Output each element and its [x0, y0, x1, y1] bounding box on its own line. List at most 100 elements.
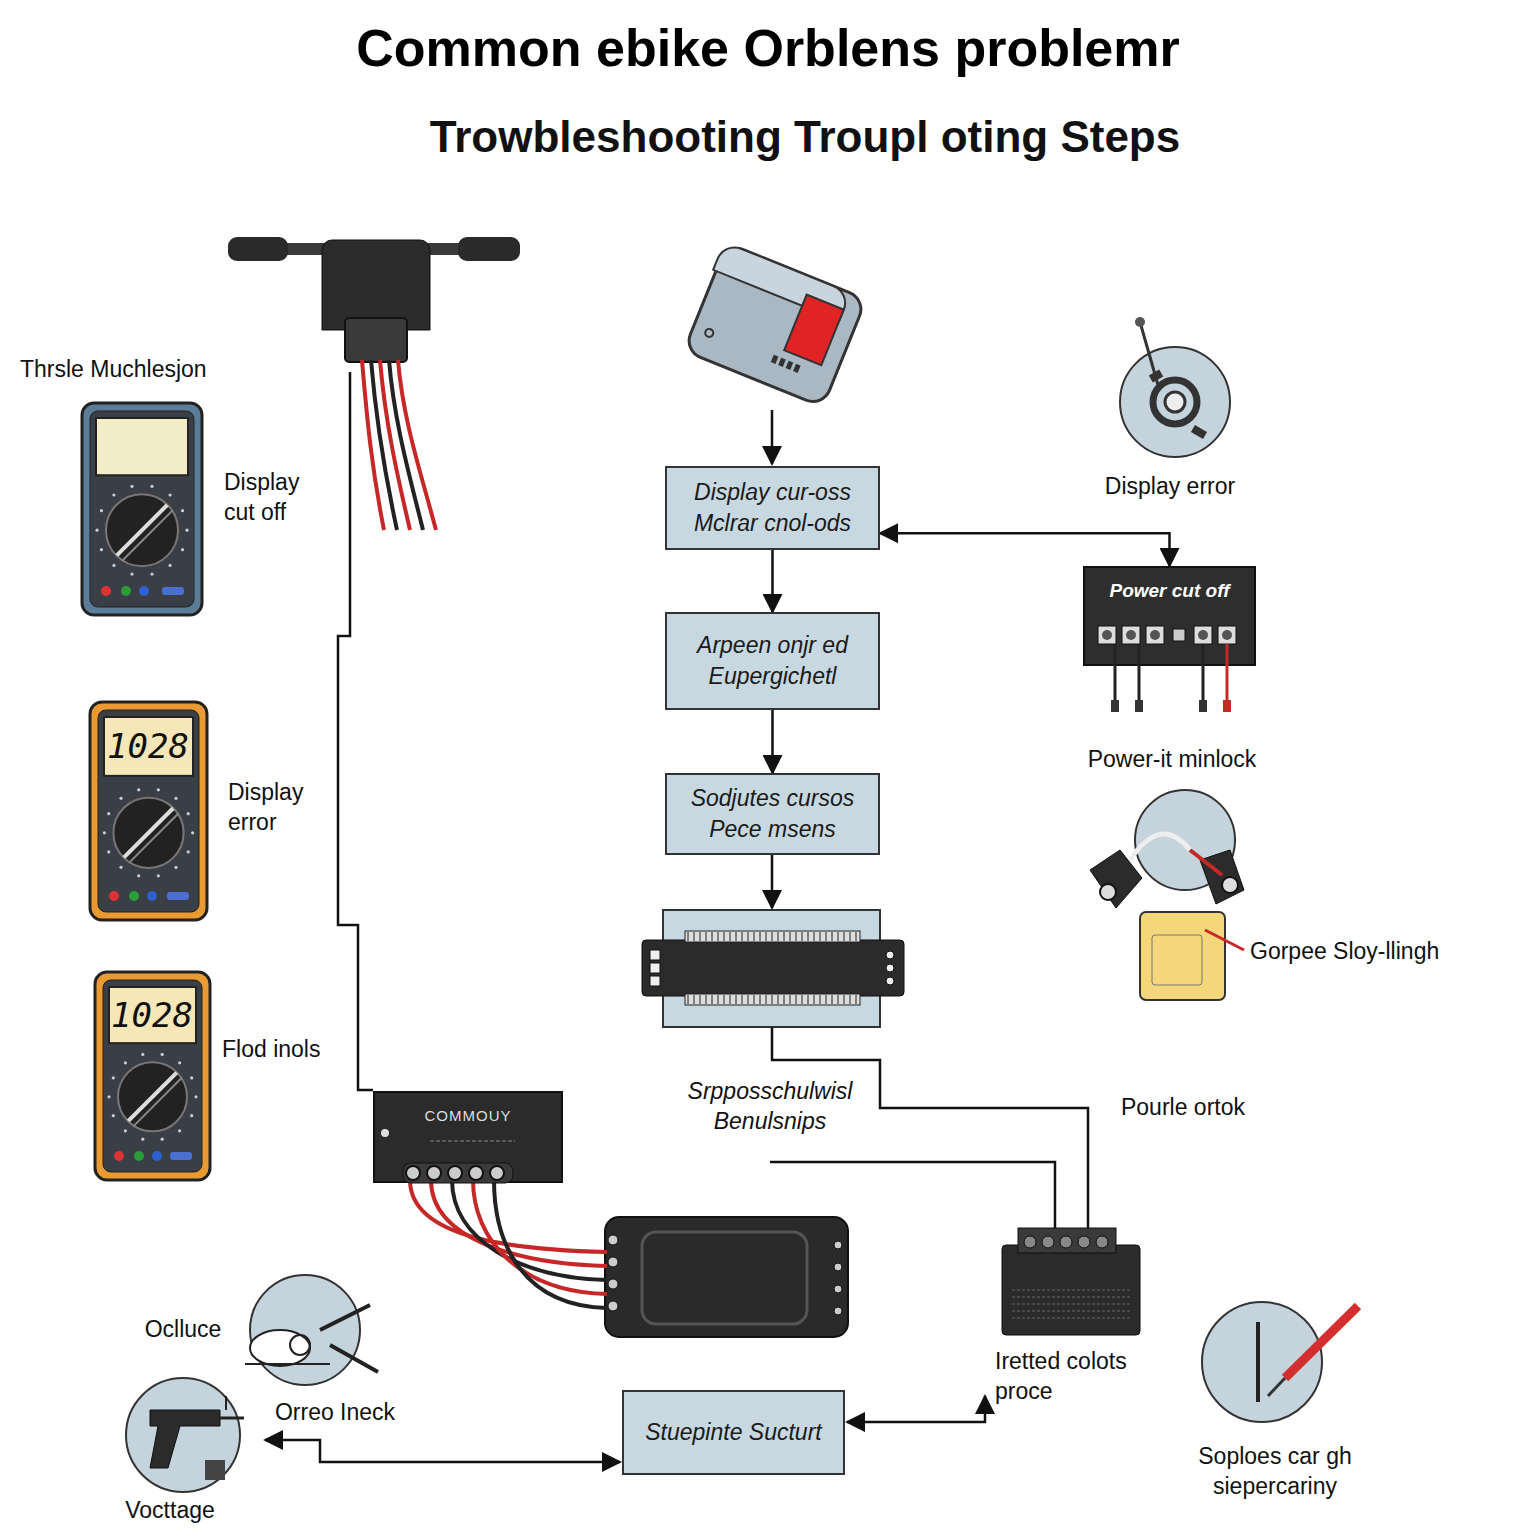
- pin: [790, 932, 791, 941]
- probe-pin: [1135, 317, 1145, 327]
- label-text: Thrsle Muchlesjon: [20, 355, 280, 385]
- wire: [1202, 644, 1205, 708]
- pin: [748, 932, 749, 941]
- screw: [608, 1279, 618, 1289]
- label-text: Flod inols: [222, 1035, 352, 1065]
- meter-reading: 1028: [108, 993, 196, 1037]
- icon-circle: [1120, 347, 1230, 457]
- pin: [694, 995, 695, 1004]
- power-panel: Power cut off: [1083, 566, 1256, 666]
- pin: [730, 995, 731, 1004]
- clamp-hole: [1100, 884, 1116, 900]
- wire: [1114, 644, 1117, 708]
- gear-piece: [1191, 425, 1207, 439]
- terminal: [448, 1166, 462, 1180]
- pin: [736, 995, 737, 1004]
- meter-button: [162, 587, 184, 595]
- gear-hub: [1165, 392, 1185, 412]
- terminal: [406, 1166, 420, 1180]
- pin: [820, 995, 821, 1004]
- probe-icon: [1202, 1302, 1358, 1422]
- dial-mark: [174, 797, 177, 800]
- label-text: Display cut off: [224, 468, 324, 528]
- terminal: [886, 964, 894, 972]
- pin: [712, 932, 713, 941]
- dial-mark: [95, 529, 98, 532]
- battery-icon: [681, 242, 866, 407]
- clamp-wire: [1190, 850, 1222, 875]
- process-box: Arpeen onjr ed Eupergichetl: [665, 612, 880, 710]
- pin: [802, 995, 803, 1004]
- dial-mark: [157, 874, 160, 877]
- module-marking: [1012, 1318, 1130, 1319]
- pin: [838, 932, 839, 941]
- chip: [1140, 912, 1225, 1000]
- dial-mark: [141, 1138, 144, 1141]
- pin: [838, 995, 839, 1004]
- pin: [760, 932, 761, 941]
- label-text: Vocttage: [100, 1496, 240, 1526]
- motor-controller: [605, 1217, 848, 1337]
- dial-mark: [190, 1114, 193, 1117]
- dial-mark: [187, 850, 190, 853]
- clamp-jaw: [1200, 850, 1244, 904]
- dial-mark: [161, 1053, 164, 1056]
- dial-mark: [181, 509, 184, 512]
- pin: [850, 995, 851, 1004]
- arrow-line: [771, 410, 774, 464]
- process-box: Stuepinte Sucturt: [622, 1390, 845, 1475]
- plug: [250, 1330, 310, 1366]
- pin: [772, 932, 773, 941]
- module-marking: [1012, 1311, 1130, 1312]
- pin: [808, 932, 809, 941]
- arrow-line: [847, 1396, 985, 1422]
- process-box: Display cur-oss Mclrar cnol-ods: [665, 466, 880, 550]
- pin: [700, 932, 701, 941]
- meter-jack: [114, 1151, 124, 1161]
- battery-band: [784, 295, 844, 366]
- dial-mark: [107, 850, 110, 853]
- module-marking: [1012, 1304, 1130, 1305]
- dial-mark: [112, 564, 115, 567]
- meter-screen: [109, 987, 196, 1043]
- dial-knob: [122, 510, 172, 560]
- arrow-line: [771, 853, 774, 908]
- terminal: [1122, 626, 1140, 644]
- node-text: COMMOUY: [383, 1107, 553, 1124]
- gear: [1153, 380, 1197, 424]
- pin: [844, 995, 845, 1004]
- leader-line: [1205, 930, 1244, 950]
- battery-mark: [793, 364, 801, 373]
- meter-jack: [121, 586, 131, 596]
- battery-mark: [778, 358, 786, 367]
- terminal: [1222, 630, 1232, 640]
- pin: [694, 932, 695, 941]
- controller-case: [605, 1217, 848, 1337]
- meter-dial: [106, 494, 178, 566]
- pin: [724, 932, 725, 941]
- module-marking: [1012, 1297, 1130, 1298]
- title: Common ebike Orblens problemr: [0, 18, 1536, 78]
- pin: [724, 995, 725, 1004]
- terminal: [1060, 1236, 1072, 1248]
- terminal: [1024, 1236, 1036, 1248]
- module-marking: [1012, 1290, 1130, 1291]
- dial-mark: [112, 1114, 115, 1117]
- probe: [1256, 1322, 1260, 1402]
- terminal: [1198, 630, 1208, 640]
- wire: [1138, 644, 1141, 708]
- label-text: Oclluce: [123, 1315, 243, 1345]
- meter-button: [170, 1152, 192, 1160]
- screw: [834, 1307, 842, 1315]
- dial-mark: [107, 1095, 110, 1098]
- chip-pad: [1152, 935, 1202, 985]
- pin: [706, 995, 707, 1004]
- screw: [608, 1235, 618, 1245]
- clamp-hole: [1222, 877, 1238, 893]
- meter-jack: [147, 891, 157, 901]
- dial-mark: [178, 1129, 181, 1132]
- glue-gun-icon: [126, 1378, 244, 1492]
- dial-mark: [168, 564, 171, 567]
- dial-mark: [112, 493, 115, 496]
